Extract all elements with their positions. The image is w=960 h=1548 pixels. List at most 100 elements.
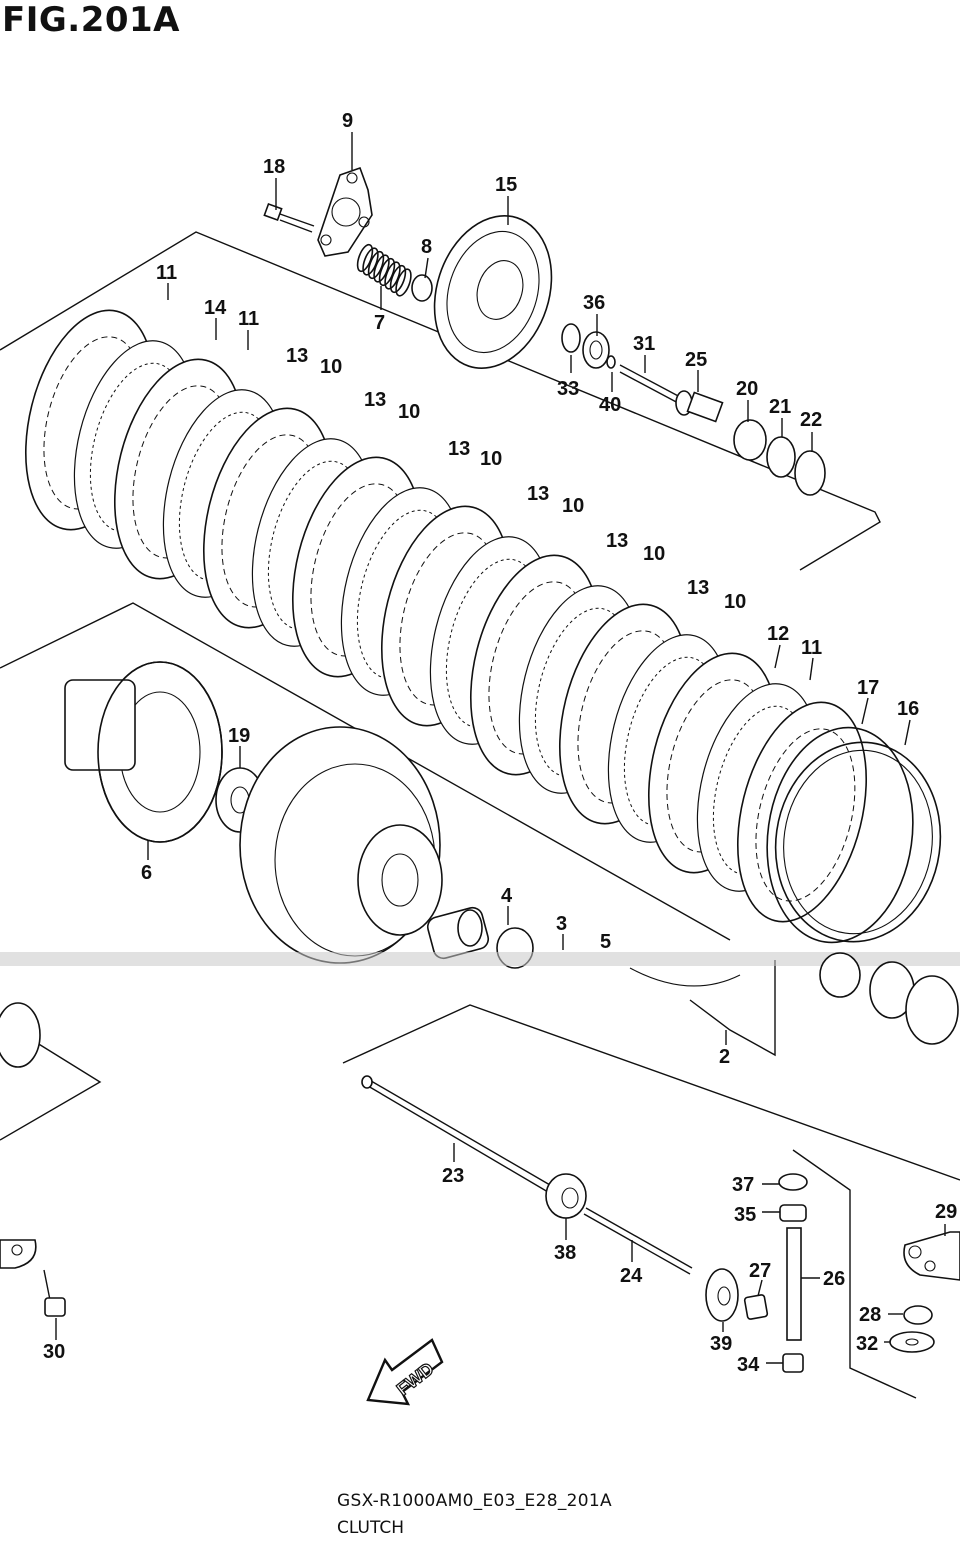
spacer-4 (426, 906, 490, 960)
washer-21 (766, 436, 796, 478)
leader-lines (55, 132, 946, 1364)
gear-segment (629, 967, 741, 987)
callout-13-d: 13 (527, 483, 549, 505)
nut-20 (733, 419, 767, 461)
spring-coil (395, 268, 412, 297)
callout-33: 33 (557, 378, 579, 400)
clutch-sleeve-hub (64, 661, 223, 843)
callout-27: 27 (749, 1260, 771, 1282)
callout-11-second: 11 (238, 308, 259, 330)
callout-37: 37 (732, 1174, 754, 1196)
washer-left (0, 1002, 41, 1068)
callout-11-bottom: 11 (801, 637, 822, 659)
callout-10-c: 10 (480, 448, 502, 470)
callout-16: 16 (897, 698, 919, 720)
callout-26: 26 (823, 1268, 845, 1290)
callout-15: 15 (495, 174, 517, 196)
callout-21: 21 (769, 396, 791, 418)
plate-group-frame (0, 231, 960, 1399)
pressure-plate (433, 215, 553, 369)
callout-12: 12 (767, 623, 789, 645)
washer-33 (561, 323, 581, 353)
callout-34: 34 (737, 1354, 760, 1376)
figure-title: FIG.201A (2, 0, 180, 40)
callout-19: 19 (228, 725, 250, 747)
callout-2: 2 (719, 1046, 730, 1068)
spring-coil (389, 264, 407, 294)
primary-driven-gear (239, 726, 443, 964)
push-piece-25 (675, 390, 724, 423)
callout-11-top: 11 (156, 262, 177, 284)
callout-39: 39 (710, 1333, 732, 1355)
spring-coil (378, 257, 396, 287)
callout-23: 23 (442, 1165, 464, 1187)
friction-plate-inner (755, 728, 856, 902)
spring-washer-17 (766, 726, 914, 944)
callout-10-b: 10 (398, 401, 420, 423)
oil-seal-38 (545, 1173, 587, 1219)
callout-13-e: 13 (606, 530, 628, 552)
callout-13-b: 13 (364, 389, 386, 411)
callout-6: 6 (141, 862, 152, 884)
callout-7: 7 (374, 312, 385, 334)
scan-artifact-band (0, 952, 960, 966)
callout-10-f: 10 (724, 591, 746, 613)
callout-10-d: 10 (562, 495, 584, 517)
callout-labels: 9 18 15 8 7 11 14 11 36 33 40 31 25 20 2… (43, 110, 957, 1376)
callout-31: 31 (633, 333, 655, 355)
callout-14: 14 (204, 297, 227, 319)
washer-22 (794, 450, 826, 496)
callout-36: 36 (583, 292, 605, 314)
spring-washer (411, 274, 433, 302)
forward-direction-arrow: FWD (366, 1338, 444, 1406)
callout-3: 3 (556, 913, 567, 935)
model-code-label: GSX-R1000AM0_E03_E28_201A (337, 1491, 612, 1511)
callout-30: 30 (43, 1341, 65, 1363)
callout-32: 32 (856, 1333, 878, 1355)
spring-coil (384, 261, 401, 290)
callout-38: 38 (554, 1242, 576, 1264)
callout-28: 28 (859, 1304, 881, 1326)
callout-9: 9 (342, 110, 353, 132)
callout-10-e: 10 (643, 543, 665, 565)
callout-29: 29 (935, 1201, 957, 1223)
lifter-plate (317, 166, 373, 257)
release-arm-29 (889, 1231, 960, 1353)
bearing-right (819, 952, 959, 1045)
callout-4: 4 (501, 885, 513, 907)
callout-17: 17 (857, 677, 879, 699)
callout-40: 40 (599, 394, 621, 416)
spring-coil (362, 247, 379, 276)
callout-35: 35 (734, 1204, 756, 1226)
callout-13-f: 13 (687, 577, 709, 599)
callout-13-a: 13 (286, 345, 308, 367)
spring-seat-16 (774, 741, 942, 943)
callout-18: 18 (263, 156, 285, 178)
clutch-plate-stack (24, 309, 868, 923)
push-rod-31 (619, 364, 683, 405)
callout-10-a: 10 (320, 356, 342, 378)
release-shaft-23 (361, 1075, 551, 1193)
oil-seal-39 (705, 1268, 739, 1322)
spring-coil (373, 254, 390, 283)
callout-8: 8 (421, 236, 432, 258)
clutch-bolt (263, 202, 315, 233)
callout-24: 24 (620, 1265, 643, 1287)
spring-coil (356, 243, 374, 273)
bearing-36 (582, 331, 610, 369)
callout-13-c: 13 (448, 438, 470, 460)
spring-coil (367, 250, 385, 280)
callout-22: 22 (800, 409, 822, 431)
section-name-label: CLUTCH (337, 1518, 404, 1538)
bearing-36-bore (589, 340, 603, 360)
callout-20: 20 (736, 378, 758, 400)
release-rod-24 (583, 1207, 693, 1275)
callout-25: 25 (685, 349, 707, 371)
clutch-spring (356, 243, 412, 297)
callout-5: 5 (600, 931, 611, 953)
left-arm-bolt-30 (0, 1239, 66, 1317)
nut-40 (606, 355, 616, 369)
release-camshaft-26 (743, 1173, 808, 1373)
